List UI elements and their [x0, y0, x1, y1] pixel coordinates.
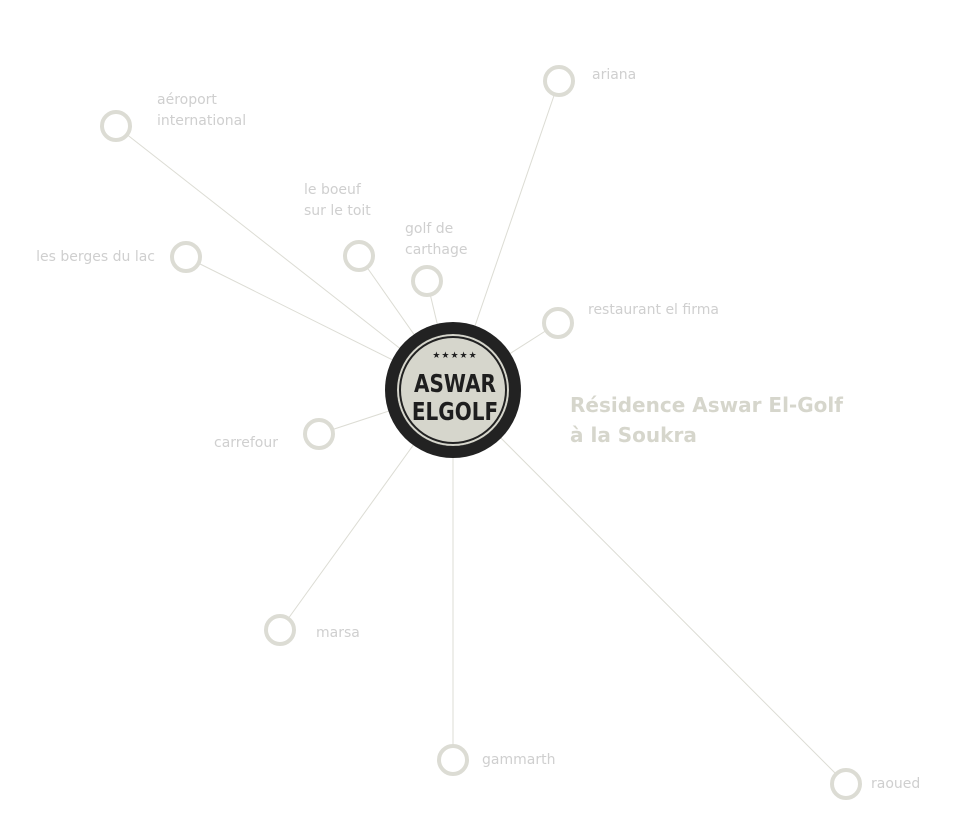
label-line: carrefour	[214, 435, 278, 451]
label-line: golf de	[405, 221, 454, 237]
label-les-berges-du-lac: les berges du lac	[0, 247, 155, 268]
label-golf-de-carthage: golf de carthage	[405, 219, 467, 261]
label-raoued: raoued	[871, 774, 920, 795]
label-line: international	[157, 113, 247, 129]
logo-badge: ★★★★★ ASWAR ELGOLF	[395, 332, 511, 448]
node-raoued	[830, 768, 862, 800]
label-line: les berges du lac	[36, 249, 155, 265]
residence-heading: Résidence Aswar El-Golf à la Soukra	[570, 390, 843, 450]
node-le-boeuf-sur-le-toit	[343, 240, 375, 272]
label-line: gammarth	[482, 752, 556, 768]
node-carrefour	[303, 418, 335, 450]
label-le-boeuf-sur-le-toit: le boeuf sur le toit	[304, 180, 371, 222]
label-carrefour: carrefour	[180, 433, 278, 454]
label-gammarth: gammarth	[482, 750, 555, 771]
label-restaurant-el-firma: restaurant el firma	[588, 300, 719, 321]
label-line: carthage	[405, 242, 468, 258]
label-ariana: ariana	[592, 65, 636, 86]
connector-aeroport-international	[115, 125, 454, 391]
node-ariana	[543, 65, 575, 97]
node-les-berges-du-lac	[170, 241, 202, 273]
node-restaurant-el-firma	[542, 307, 574, 339]
label-line: le boeuf	[304, 182, 361, 198]
label-line: restaurant el firma	[588, 302, 719, 318]
logo-line-aswar: ASWAR	[414, 369, 496, 398]
node-marsa	[264, 614, 296, 646]
node-gammarth	[437, 744, 469, 776]
label-line: sur le toit	[304, 203, 371, 219]
label-line: marsa	[316, 625, 360, 641]
heading-line-2: à la Soukra	[570, 423, 697, 447]
heading-line-1: Résidence Aswar El-Golf	[570, 393, 843, 417]
connector-raoued	[452, 389, 847, 785]
aswar-elgolf-logo: ★★★★★ ASWAR ELGOLF	[385, 322, 521, 458]
label-aeroport-international: aéroport international	[157, 90, 246, 132]
label-line: aéroport	[157, 92, 217, 108]
logo-line-elgolf: ELGOLF	[411, 397, 499, 426]
node-aeroport-international	[100, 110, 132, 142]
node-golf-de-carthage	[411, 265, 443, 297]
label-line: raoued	[871, 776, 921, 792]
logo-stars: ★★★★★	[432, 351, 478, 361]
label-marsa: marsa	[316, 623, 360, 644]
label-line: ariana	[592, 67, 637, 83]
